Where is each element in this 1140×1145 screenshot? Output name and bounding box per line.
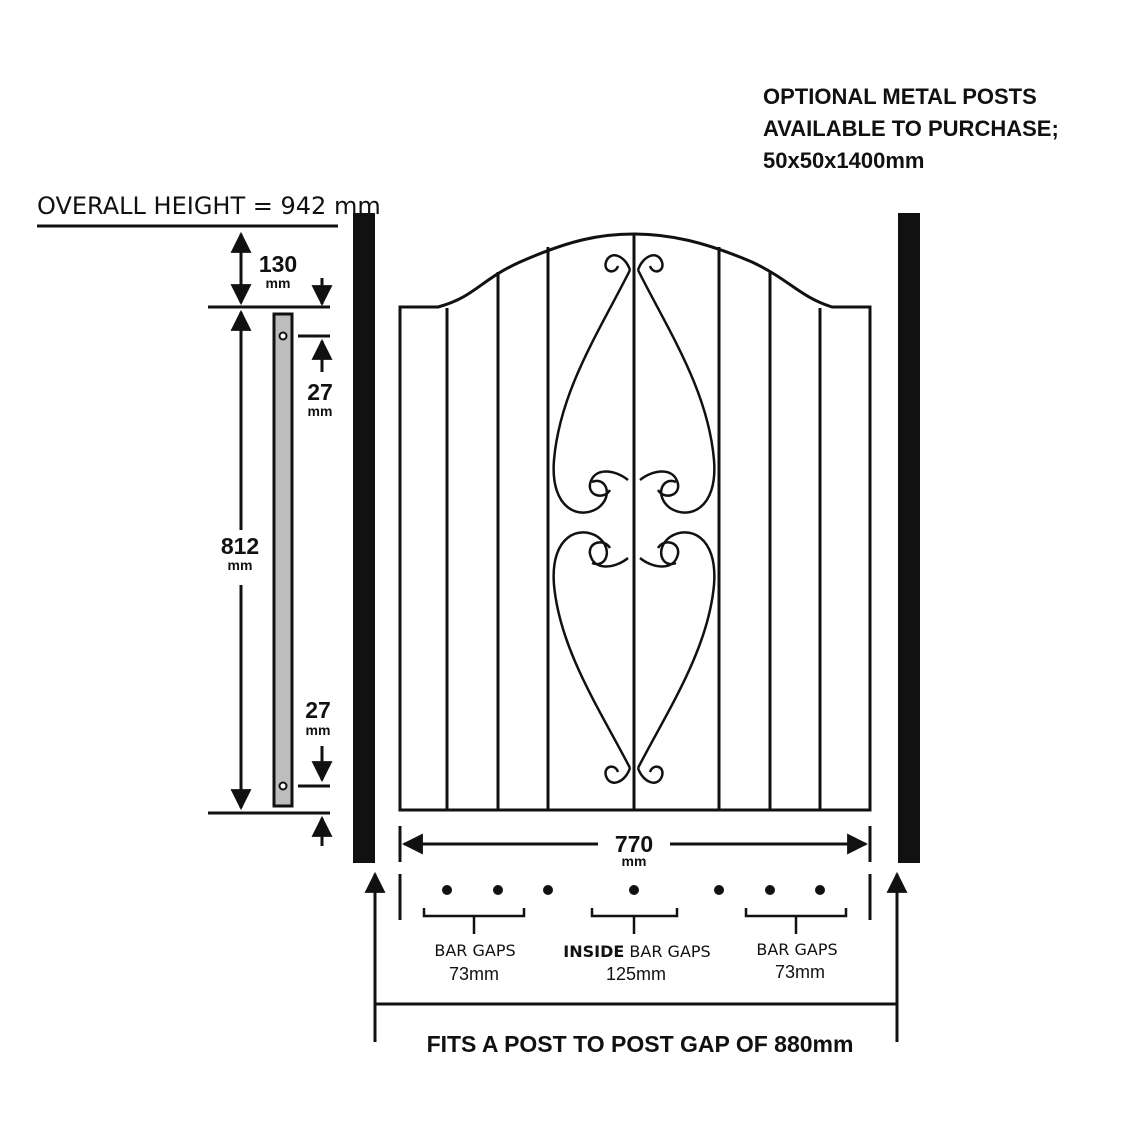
left-gap-value: 73mm [449,964,499,984]
overall-height-label: OVERALL HEIGHT = 942 mm [37,192,381,220]
lower-hinge-value: 27 [305,697,331,723]
center-gap-suffix: BAR GAPS [624,942,710,961]
scroll-ornament [552,254,716,784]
main-dimension-value: 812 [221,533,259,559]
height-reference-lines [208,305,330,815]
center-gap-prefix: INSIDE [563,942,624,961]
main-dimension-unit: mm [228,557,253,573]
bar-position-dots [442,885,825,895]
center-gap-value: 125mm [606,964,666,984]
center-gap-label: INSIDE BAR GAPS [563,942,710,961]
top-dimension-value: 130 [259,251,297,277]
post-gap-caption: FITS A POST TO POST GAP OF 880mm [427,1031,854,1057]
hinge-bar [272,312,294,808]
upper-hinge-hole [278,331,288,341]
gate [398,232,872,812]
lower-hinge-hole [278,781,288,791]
right-gap-value: 73mm [775,962,825,982]
posts-note: OPTIONAL METAL POSTS AVAILABLE TO PURCHA… [763,84,1059,173]
right-post [898,213,920,863]
upper-hinge-value: 27 [307,379,333,405]
gap-brackets [422,908,848,934]
left-post [353,213,375,863]
top-dimension-unit: mm [266,275,291,291]
posts-note-line1: OPTIONAL METAL POSTS [763,84,1037,109]
posts-note-line3: 50x50x1400mm [763,148,924,173]
posts-note-line2: AVAILABLE TO PURCHASE; [763,116,1059,141]
lower-hinge-unit: mm [306,722,331,738]
right-gap-label: BAR GAPS [756,940,837,959]
width-value: 770 [615,831,653,857]
left-gap-label: BAR GAPS [434,941,515,960]
upper-hinge-unit: mm [308,403,333,419]
width-unit: mm [622,853,647,869]
